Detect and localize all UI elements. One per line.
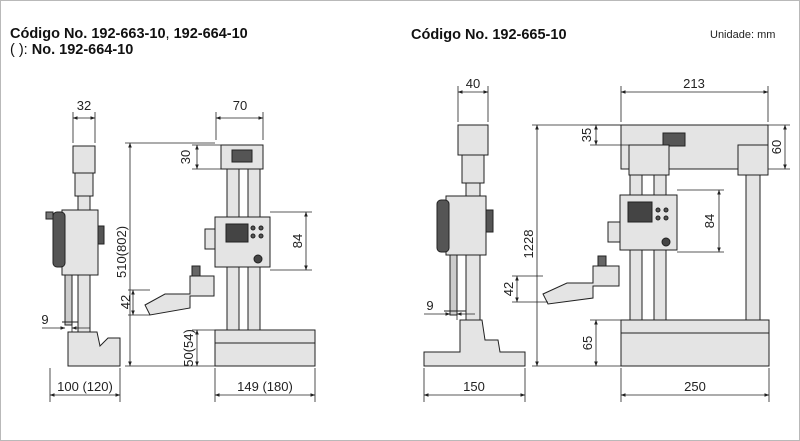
left-front-view [144, 144, 316, 367]
dim-149-180: 149 (180) [237, 379, 293, 394]
left-subtitle: ( ): No. 192-664-10 [10, 42, 134, 58]
dim-40: 40 [466, 76, 480, 91]
right-side-scriber [449, 254, 458, 316]
right-title: Código No. 192-665-10 [411, 27, 567, 43]
left-side-base [67, 331, 121, 367]
left-title: Código No. 192-663-10, 192-664-10 [10, 26, 248, 42]
unit-label: Unidade: mm [710, 29, 776, 41]
dim-84-right: 84 [702, 214, 717, 228]
left-side-view [45, 145, 121, 367]
dim-510-802: 510(802) [114, 226, 129, 278]
dim-60: 60 [769, 140, 784, 154]
dim-32: 32 [77, 98, 91, 113]
dim-9-left: 9 [41, 312, 48, 327]
right-side-view [423, 124, 526, 367]
dim-9-right: 9 [426, 298, 433, 313]
left-side-dial [52, 211, 66, 268]
dim-30: 30 [178, 150, 193, 164]
dim-35: 35 [579, 128, 594, 142]
left-side-top-block [72, 145, 96, 174]
left-front-base [214, 329, 316, 367]
dim-100-120: 100 (120) [57, 379, 113, 394]
right-side-dial [436, 199, 450, 253]
right-front-scriber [542, 265, 620, 305]
left-side-scriber [64, 274, 73, 326]
dim-70: 70 [233, 98, 247, 113]
right-front-base [620, 319, 770, 367]
dim-250: 250 [684, 379, 706, 394]
left-front-scriber [144, 275, 215, 316]
dim-213: 213 [683, 76, 705, 91]
dimension-lines [42, 86, 790, 402]
dim-50-54: 50(54) [181, 329, 196, 367]
dim-1228: 1228 [521, 230, 536, 259]
right-side-body [445, 195, 487, 256]
right-side-base [423, 319, 526, 367]
right-front-view [542, 124, 770, 367]
dimension-labels: 32 70 30 84 510(802) 42 9 50(54) 100 (12… [41, 76, 784, 394]
dim-42-right: 42 [501, 282, 516, 296]
dim-65: 65 [580, 336, 595, 350]
dim-84-left: 84 [290, 234, 305, 248]
right-side-top-block [457, 124, 489, 156]
dim-42-left: 42 [118, 295, 133, 309]
left-side-body [61, 209, 99, 276]
dim-150: 150 [463, 379, 485, 394]
